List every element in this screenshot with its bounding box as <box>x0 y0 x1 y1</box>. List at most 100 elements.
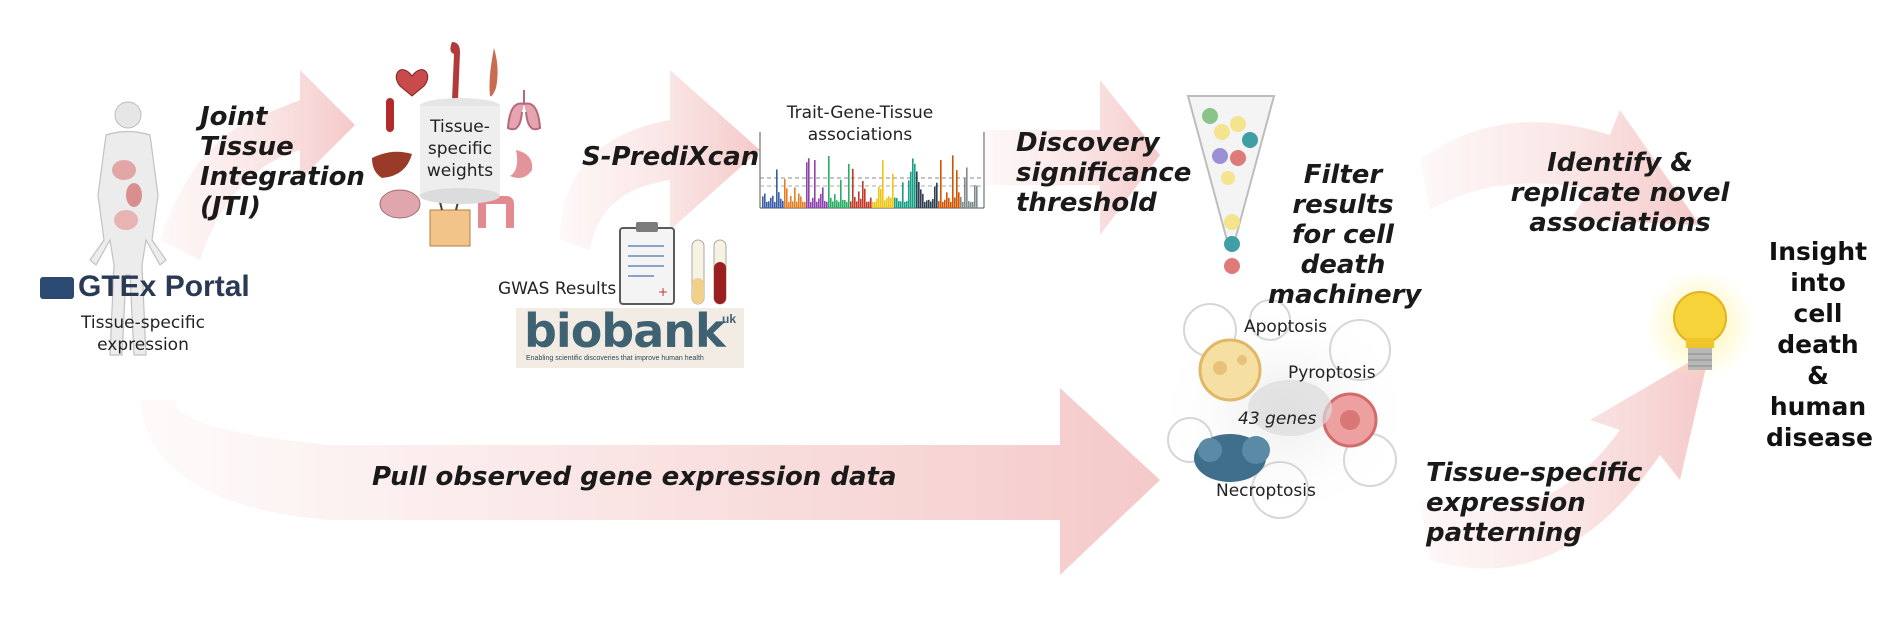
manhattan-bar <box>866 201 868 208</box>
manhattan-bar <box>958 192 960 208</box>
manhattan-bar <box>934 186 936 208</box>
manhattan-bar <box>916 171 918 208</box>
manhattan-bar <box>884 200 886 208</box>
clipboard-icon: + <box>619 222 675 305</box>
manhattan-bar <box>832 201 834 208</box>
manhattan-bar <box>920 189 922 208</box>
manhattan-bar <box>944 199 946 208</box>
manhattan-bar <box>834 194 836 208</box>
human-body-icon <box>89 101 167 356</box>
manhattan-bars <box>762 155 978 208</box>
manhattan-bar <box>784 179 786 208</box>
pyroptosis-cell <box>1322 392 1378 448</box>
manhattan-bar <box>930 201 932 208</box>
manhattan-bar <box>794 187 796 208</box>
manhattan-bar <box>846 201 848 208</box>
manhattan-bar <box>960 197 962 208</box>
gtex-logo-text: GTEx Portal <box>78 270 250 303</box>
manhattan-bar <box>938 201 940 208</box>
manhattan-bar <box>908 180 910 208</box>
manhattan-bar <box>782 200 784 208</box>
manhattan-bar <box>854 196 856 208</box>
manhattan-bar <box>788 201 790 208</box>
manhattan-bar <box>814 160 816 208</box>
manhattan-bar <box>838 201 840 208</box>
outcome-label: Insight into cell death & human disease <box>1766 237 1874 452</box>
manhattan-bar <box>898 201 900 208</box>
manhattan-bar <box>946 192 948 208</box>
manhattan-bar <box>964 178 966 208</box>
manhattan-bar <box>852 168 854 208</box>
manhattan-bar <box>850 201 852 208</box>
manhattan-bar <box>820 194 822 208</box>
discovery-label: Discovery significance threshold <box>1016 128 1192 218</box>
manhattan-bar <box>786 188 788 208</box>
manhattan-bar <box>942 201 944 208</box>
arrow-patterning <box>1420 350 1710 569</box>
manhattan-bar <box>830 197 832 208</box>
liver-icon <box>372 151 412 178</box>
flow-arrows <box>140 70 1710 575</box>
manhattan-bar <box>818 198 820 208</box>
manhattan-bar <box>970 201 972 208</box>
brain-icon <box>379 189 421 219</box>
manhattan-bar <box>774 201 776 208</box>
manhattan-bar <box>808 158 810 208</box>
manhattan-bar <box>892 173 894 208</box>
manhattan-bar <box>926 200 928 208</box>
manhattan-bar <box>912 158 914 208</box>
manhattan-bar <box>828 156 830 208</box>
biobank-uk: uk <box>722 312 737 326</box>
manhattan-bar <box>910 171 912 208</box>
gtex-caption: Tissue-specific expression <box>81 313 205 355</box>
manhattan-bar <box>790 196 792 208</box>
funnel-icon <box>1186 95 1276 274</box>
manhattan-bar <box>764 193 766 208</box>
manhattan-bar <box>848 163 850 208</box>
necroptosis-label: Necroptosis <box>1216 481 1316 501</box>
manhattan-bar <box>824 200 826 208</box>
manhattan-bar <box>874 201 876 208</box>
manhattan-bar <box>950 201 952 208</box>
weights-cylinder <box>420 98 500 204</box>
biobank-logo-text: biobank <box>524 304 726 358</box>
lung-icon <box>506 90 542 131</box>
manhattan-bar <box>936 182 938 208</box>
manhattan-bar <box>922 193 924 208</box>
gtex-logo[interactable]: GTEx Portal <box>40 270 250 304</box>
manhattan-bar <box>766 201 768 208</box>
necroptosis-cell <box>1194 434 1270 482</box>
manhattan-bar <box>804 201 806 208</box>
manhattan-bar <box>968 201 970 208</box>
manhattan-bar <box>792 201 794 208</box>
spredixcan-label: S-PrediXcan <box>582 142 760 172</box>
manhattan-bar <box>856 201 858 208</box>
manhattan-bar <box>770 197 772 208</box>
manhattan-bar <box>860 198 862 208</box>
biobank-logo[interactable]: biobank uk Enabling scientific discoveri… <box>516 304 744 368</box>
filter-label: Filter results for cell death machinery <box>1268 160 1422 310</box>
manhattan-bar <box>972 201 974 208</box>
manhattan-bar <box>862 181 864 208</box>
manhattan-bar <box>940 160 942 208</box>
manhattan-bar <box>800 196 802 208</box>
manhattan-bar <box>878 186 880 208</box>
manhattan-bar <box>876 198 878 208</box>
manhattan-bar <box>976 185 978 208</box>
blood-vial-icon <box>691 239 727 305</box>
gwas-icons: + <box>619 222 727 305</box>
manhattan-bar <box>952 155 954 208</box>
manhattan-bar <box>888 196 890 208</box>
manhattan-bar <box>836 200 838 208</box>
manhattan-bar <box>822 187 824 208</box>
manhattan-bar <box>768 201 770 208</box>
manhattan-bar <box>918 181 920 208</box>
manhattan-bar <box>962 201 964 208</box>
heart-icon <box>395 69 429 97</box>
patterning-label: Tissue-specific expression patterning <box>1426 458 1643 548</box>
blood-tube-icon <box>386 98 394 132</box>
manhattan-bar <box>780 198 782 208</box>
pyroptosis-label: Pyroptosis <box>1288 363 1376 383</box>
manhattan-bar <box>778 192 780 208</box>
manhattan-bar <box>948 197 950 208</box>
